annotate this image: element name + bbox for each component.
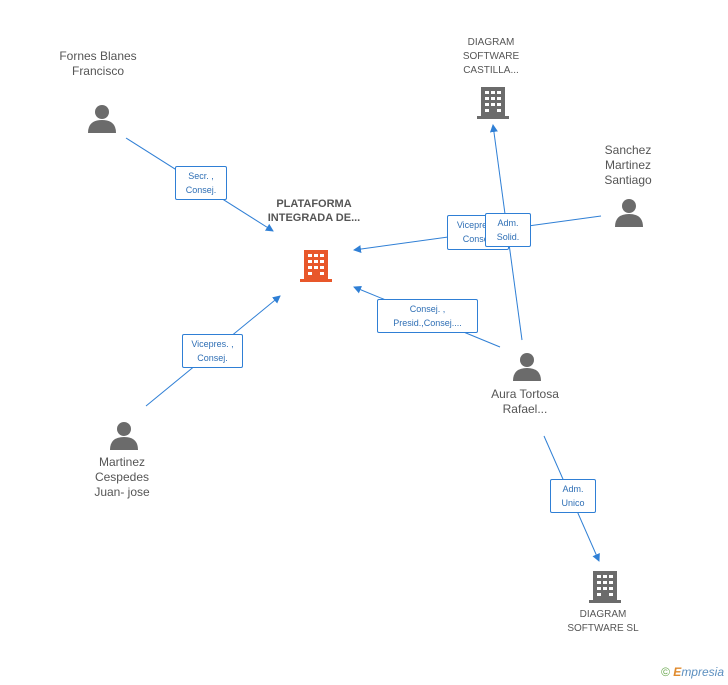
person-label-martinez[interactable]: Martinez Cespedes Juan- jose — [94, 455, 150, 499]
person-icon-aura[interactable] — [512, 351, 542, 381]
edge-label-aura-sl[interactable]: Adm. Unico — [550, 479, 596, 513]
empresia-footer: © Empresia — [661, 665, 724, 679]
person-label-fornes[interactable]: Fornes Blanes Francisco — [59, 49, 137, 78]
person-label-sanchez[interactable]: Sanchez Martinez Santiago — [604, 143, 652, 187]
company-label-diagram-sl[interactable]: DIAGRAM SOFTWARE SL — [567, 609, 639, 634]
company-label-diagram-castilla[interactable]: DIAGRAM SOFTWARE CASTILLA... — [462, 37, 520, 76]
brand-initial: E — [673, 665, 682, 679]
copyright-icon: © — [661, 665, 670, 679]
brand-rest: mpresia — [681, 665, 724, 679]
edge-label-martinez-center[interactable]: Vicepres. , Consej. — [182, 334, 243, 368]
edge-label-fornes-center[interactable]: Secr. , Consej. — [175, 166, 227, 200]
person-icon-fornes[interactable] — [87, 103, 117, 133]
building-icon-center[interactable] — [300, 248, 332, 282]
person-label-aura[interactable]: Aura Tortosa Rafael... — [491, 387, 559, 416]
building-icon-diagram-castilla[interactable] — [477, 85, 509, 119]
center-company-label[interactable]: PLATAFORMA INTEGRADA DE... — [267, 198, 361, 224]
edge-label-aura-center[interactable]: Consej. , Presid.,Consej.... — [377, 299, 478, 333]
person-icon-martinez[interactable] — [109, 420, 139, 450]
edge-label-aura-castilla[interactable]: Adm. Solid. — [485, 213, 531, 247]
person-icon-sanchez[interactable] — [614, 197, 644, 227]
building-icon-diagram-sl[interactable] — [589, 569, 621, 603]
